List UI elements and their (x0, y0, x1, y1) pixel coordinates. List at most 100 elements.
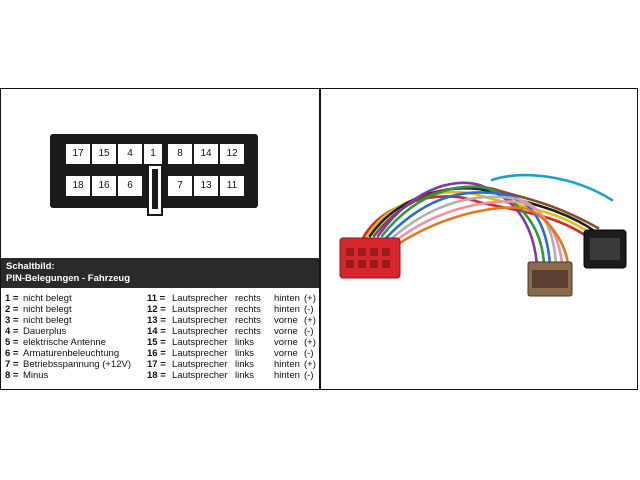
pin-label: 18 (72, 180, 84, 191)
pin-8: 8 (168, 144, 192, 164)
pin-label: 7 (177, 180, 183, 191)
pin-polarity: (+) (304, 293, 316, 304)
pin-type: Lautsprecher (172, 304, 228, 315)
pin-side: links (235, 337, 255, 348)
pin-label: 14 (200, 148, 212, 159)
pin-label: 15 (98, 148, 110, 159)
pin-position: vorne (274, 337, 298, 348)
pin-15: 15 (92, 144, 116, 164)
pin-description: nicht belegt (23, 293, 72, 304)
pin-type: Lautsprecher (172, 337, 228, 348)
pin-description: Betriebsspannung (+12V) (23, 359, 132, 370)
pin-description: elektrische Antenne (23, 337, 106, 348)
pin-position: vorne (274, 348, 298, 359)
pin-type: Lautsprecher (172, 370, 228, 381)
pin-side: rechts (235, 315, 261, 326)
wire-purple (376, 181, 539, 267)
pin-side: rechts (235, 326, 261, 337)
pin-7: 7 (168, 176, 192, 196)
pin-side: links (235, 359, 255, 370)
pin-14: 14 (194, 144, 218, 164)
connector-key (152, 169, 158, 209)
pin-polarity: (-) (304, 304, 314, 315)
pin-side: rechts (235, 304, 261, 315)
pin-description: Minus (23, 370, 49, 381)
pin-label: 4 (127, 148, 133, 159)
pin-12: 12 (220, 144, 244, 164)
pin-position: hinten (274, 304, 300, 315)
pin-17: 17 (66, 144, 90, 164)
pin-11: 11 (220, 176, 244, 196)
cable-illustration (339, 173, 627, 297)
legend-header: Schaltbild: PIN-Belegungen - Fahrzeug (1, 258, 319, 288)
adapter-cable-photo (322, 90, 636, 388)
pin-label: 17 (72, 148, 84, 159)
pin-type: Lautsprecher (172, 326, 228, 337)
pin-polarity: (+) (304, 315, 316, 326)
pin-description: Armaturenbeleuchtung (23, 348, 120, 359)
connector-pinout-diagram: 17 15 4 1 8 14 12 18 16 6 7 13 11 (50, 134, 258, 216)
pin-label: 16 (98, 180, 110, 191)
pin-side: links (235, 370, 255, 381)
red-plug (339, 237, 401, 279)
pin-position: vorne (274, 315, 298, 326)
wire-pink (392, 200, 564, 267)
pin-position: hinten (274, 370, 300, 381)
pin-position: hinten (274, 359, 300, 370)
pin-number: 6 = (5, 348, 19, 359)
pin-description: nicht belegt (23, 315, 72, 326)
pin-number: 15 = (147, 337, 166, 348)
pin-number: 1 = (5, 293, 19, 304)
pin-label: 6 (127, 180, 133, 191)
pin-polarity: (+) (304, 337, 316, 348)
wire-bundle (360, 173, 614, 267)
pin-number: 3 = (5, 315, 19, 326)
pin-description: nicht belegt (23, 304, 72, 315)
pin-6: 6 (118, 176, 142, 196)
brown-iso-plug (527, 261, 573, 297)
pin-1: 1 (144, 144, 162, 164)
wire-orange (396, 206, 570, 267)
pin-16: 16 (92, 176, 116, 196)
connector-key-slot (147, 164, 163, 216)
pin-number: 11 = (147, 293, 166, 304)
pin-polarity: (+) (304, 359, 316, 370)
legend-subtitle: PIN-Belegungen - Fahrzeug (6, 273, 131, 284)
pin-label: 1 (150, 148, 156, 159)
pin-polarity: (-) (304, 326, 314, 337)
pin-description: Dauerplus (23, 326, 67, 337)
pin-label: 12 (226, 148, 238, 159)
pin-type: Lautsprecher (172, 359, 228, 370)
pin-type: Lautsprecher (172, 348, 228, 359)
pin-13: 13 (194, 176, 218, 196)
pin-label: 8 (177, 148, 183, 159)
panel-divider (319, 88, 321, 390)
pin-label: 11 (226, 180, 238, 191)
pin-position: vorne (274, 326, 298, 337)
pin-number: 7 = (5, 359, 19, 370)
pin-number: 18 = (147, 370, 166, 381)
wire-lightblue (490, 173, 614, 202)
pin-number: 8 = (5, 370, 19, 381)
pin-number: 16 = (147, 348, 166, 359)
pin-type: Lautsprecher (172, 293, 228, 304)
pin-number: 5 = (5, 337, 19, 348)
black-iso-plug (583, 229, 627, 269)
pin-number: 12 = (147, 304, 166, 315)
pin-polarity: (-) (304, 348, 314, 359)
wire-grey (388, 195, 558, 267)
pin-number: 17 = (147, 359, 166, 370)
pin-number: 4 = (5, 326, 19, 337)
pin-label: 13 (200, 180, 212, 191)
pin-side: links (235, 348, 255, 359)
wire-green (380, 185, 546, 267)
pin-number: 14 = (147, 326, 166, 337)
wire-blue (384, 191, 552, 267)
legend-title: Schaltbild: (6, 261, 55, 272)
pin-4: 4 (118, 144, 142, 164)
pin-polarity: (-) (304, 370, 314, 381)
pin-position: hinten (274, 293, 300, 304)
pin-18: 18 (66, 176, 90, 196)
pin-side: rechts (235, 293, 261, 304)
pin-type: Lautsprecher (172, 315, 228, 326)
